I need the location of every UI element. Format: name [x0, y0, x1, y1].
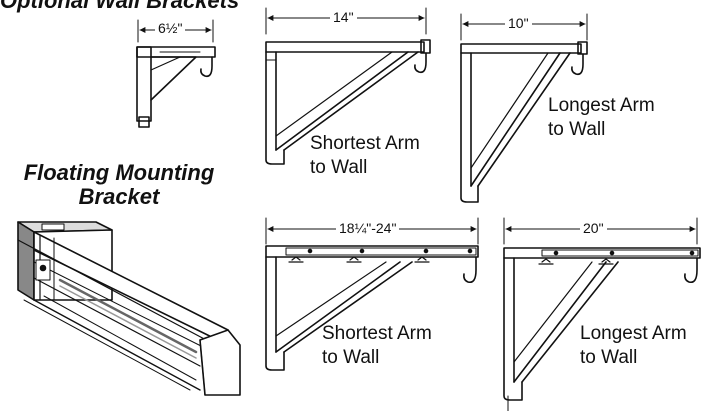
label-longest-arm-bottom: Longest Arm to Wall — [580, 322, 687, 370]
bracket-20-drawing — [503, 217, 701, 411]
floating-bracket-screen-drawing — [17, 221, 241, 396]
label-shortest-arm-bottom: Shortest Arm to Wall — [322, 322, 432, 370]
label-line-2: to Wall — [548, 119, 606, 140]
bracket-14-drawing — [265, 7, 431, 165]
label-line-2: to Wall — [322, 347, 380, 368]
label-longest-arm-top: Longest Arm to Wall — [548, 94, 655, 142]
label-shortest-arm-top: Shortest Arm to Wall — [310, 132, 420, 180]
partial-top-heading: Optional Wall Brackets — [0, 0, 240, 13]
label-line-2: to Wall — [310, 157, 368, 178]
dimension-small-bracket: 6½" — [155, 20, 186, 36]
heading-line-2: Bracket — [78, 184, 160, 209]
dimension-18-24: 18¼"-24" — [336, 220, 400, 236]
label-line-1: Longest Arm — [580, 323, 687, 344]
dimension-20: 20" — [580, 220, 607, 236]
label-line-1: Shortest Arm — [322, 323, 432, 344]
label-line-1: Longest Arm — [548, 95, 655, 116]
floating-bracket-heading: Floating Mounting Bracket — [14, 161, 224, 209]
heading-line-1: Floating Mounting — [23, 160, 215, 185]
label-line-1: Shortest Arm — [310, 133, 420, 154]
bracket-18-24-drawing — [265, 217, 479, 371]
dimension-10: 10" — [505, 15, 532, 31]
label-line-2: to Wall — [580, 347, 638, 368]
dimension-14: 14" — [330, 9, 357, 25]
bracket-10-drawing — [460, 13, 588, 203]
small-bracket-drawing — [136, 19, 216, 128]
